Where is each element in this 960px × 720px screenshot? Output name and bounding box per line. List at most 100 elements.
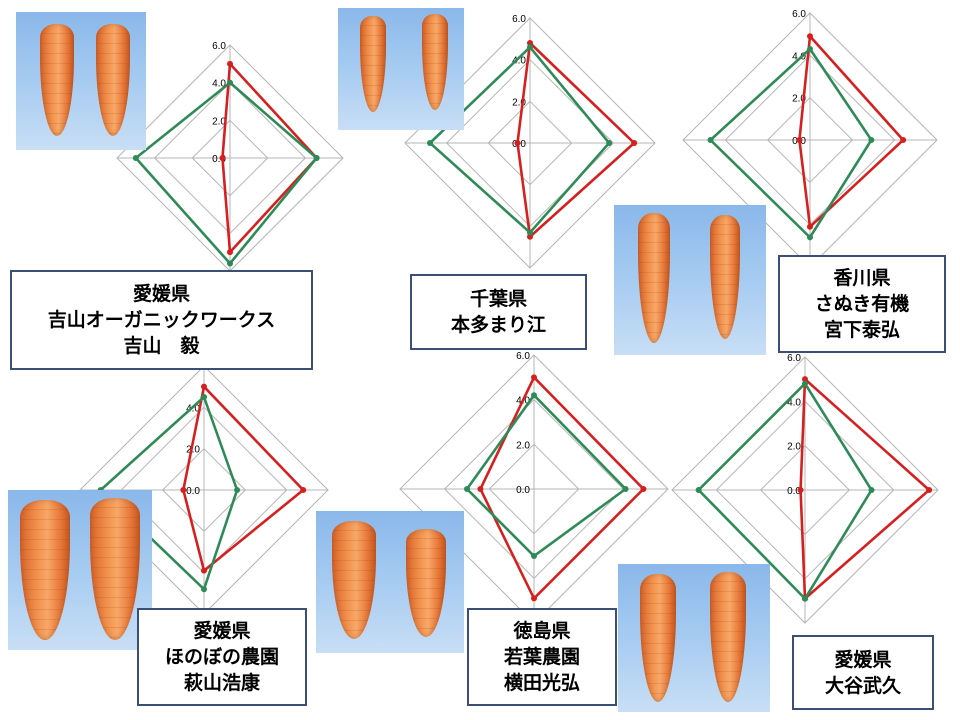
label-line: 吉山オーガニックワークス — [47, 309, 276, 331]
radar-data-point — [622, 486, 629, 492]
radar-tick-label: 2.0 — [787, 442, 801, 453]
label-line: 本多まり江 — [450, 314, 546, 336]
radar-tick-label: 2.0 — [516, 440, 530, 451]
radar-data-point — [695, 487, 702, 493]
carrot-image — [422, 14, 448, 110]
label-line: 吉山 毅 — [123, 335, 200, 357]
radar-data-point — [180, 487, 187, 493]
radar-data-point — [707, 137, 714, 143]
radar-tick-label: 4.0 — [212, 79, 226, 90]
radar-data-point — [531, 595, 537, 602]
radar-tick-label: 0.0 — [516, 485, 530, 496]
radar-data-point — [807, 45, 813, 52]
carrot-photo-6 — [618, 564, 770, 712]
label-line: 若葉農園 — [503, 646, 580, 668]
carrot-photo-2 — [338, 8, 464, 130]
radar-data-point — [227, 260, 233, 267]
carrot-photo-4 — [8, 490, 152, 650]
radar-data-point — [227, 79, 233, 86]
radar-data-point — [868, 137, 875, 143]
radar-data-point — [227, 249, 233, 256]
carrot-image — [638, 213, 670, 343]
radar-data-point — [201, 394, 207, 400]
carrot-image — [406, 529, 446, 637]
radar-data-point — [807, 234, 813, 241]
radar-data-point — [606, 140, 613, 146]
radar-tick-label: 2.0 — [792, 94, 806, 105]
carrot-image — [40, 24, 74, 136]
carrot-image — [332, 521, 376, 639]
producer-label-3: 香川県 さぬき有機 宮下泰弘 — [778, 255, 946, 353]
radar-tick-label: 6.0 — [787, 353, 801, 364]
radar-series-line — [798, 33, 905, 230]
carrot-image — [710, 572, 746, 702]
label-line: 横田光弘 — [503, 672, 580, 694]
radar-data-point — [527, 44, 533, 51]
radar-data-point — [802, 380, 808, 387]
radar-tick-label: 4.0 — [787, 397, 801, 408]
carrot-photo-3 — [614, 205, 766, 355]
radar-data-point — [807, 223, 813, 230]
producer-label-5: 徳島県 若葉農園 横田光弘 — [467, 608, 617, 706]
radar-data-point — [531, 392, 537, 399]
radar-tick-label: 6.0 — [212, 41, 226, 52]
radar-data-point — [427, 140, 433, 146]
radar-data-point — [531, 374, 537, 381]
radar-data-point — [514, 140, 521, 146]
radar-data-point — [313, 155, 320, 161]
radar-data-point — [900, 137, 907, 143]
radar-data-point — [477, 486, 484, 492]
carrot-image — [640, 574, 676, 702]
radar-series-line — [799, 376, 932, 602]
label-line: 千葉県 — [469, 288, 527, 310]
radar-data-point — [527, 233, 533, 240]
radar-tick-label: 4.0 — [792, 51, 806, 62]
label-line: 大谷武久 — [824, 674, 901, 697]
radar-tick-label: 2.0 — [212, 116, 226, 127]
producer-label-2: 千葉県 本多まり江 — [410, 274, 587, 350]
radar-data-point — [796, 137, 803, 143]
carrot-image — [96, 24, 130, 136]
radar-tick-label: 4.0 — [512, 56, 526, 67]
producer-label-4: 愛媛県 ほのぼの農園 萩山浩康 — [137, 608, 307, 706]
radar-data-point — [868, 487, 875, 493]
radar-series-line — [182, 383, 306, 573]
label-line: 愛媛県 — [132, 283, 190, 305]
radar-data-point — [201, 586, 207, 593]
label-line: 徳島県 — [513, 620, 571, 642]
label-line: 愛媛県 — [834, 648, 892, 671]
radar-data-point — [132, 155, 139, 161]
radar-data-point — [234, 487, 241, 493]
radar-tick-label: 6.0 — [792, 9, 806, 20]
radar-data-point — [527, 40, 533, 46]
label-line: 愛媛県 — [193, 620, 251, 642]
radar-data-point — [464, 486, 470, 492]
label-line: ほのぼの農園 — [164, 646, 279, 668]
radar-tick-label: 0.0 — [186, 486, 200, 497]
radar-data-point — [640, 486, 647, 492]
radar-data-point — [219, 155, 226, 161]
radar-data-point — [797, 487, 804, 493]
carrot-image — [20, 500, 70, 640]
radar-data-point — [531, 553, 537, 559]
producer-label-6: 愛媛県 大谷武久 — [792, 635, 934, 710]
radar-data-point — [201, 567, 207, 574]
radar-data-point — [527, 229, 533, 236]
radar-data-point — [802, 595, 808, 602]
label-line: 萩山浩康 — [183, 672, 260, 694]
carrot-image — [710, 215, 740, 339]
radar-tick-label: 6.0 — [516, 351, 530, 362]
label-line: さぬき有機 — [814, 293, 910, 315]
radar-tick-label: 0.0 — [787, 486, 801, 497]
label-line: 香川県 — [833, 267, 891, 289]
radar-tick-label: 2.0 — [512, 97, 526, 108]
carrot-image — [360, 16, 386, 112]
radar-tick-label: 4.0 — [186, 403, 200, 414]
radar-data-point — [926, 487, 933, 493]
carrot-photo-5 — [316, 511, 464, 653]
radar-data-point — [807, 33, 813, 40]
producer-label-1: 愛媛県 吉山オーガニックワークス 吉山 毅 — [10, 270, 313, 370]
radar-tick-label: 6.0 — [512, 14, 526, 25]
radar-tick-label: 2.0 — [186, 445, 200, 456]
